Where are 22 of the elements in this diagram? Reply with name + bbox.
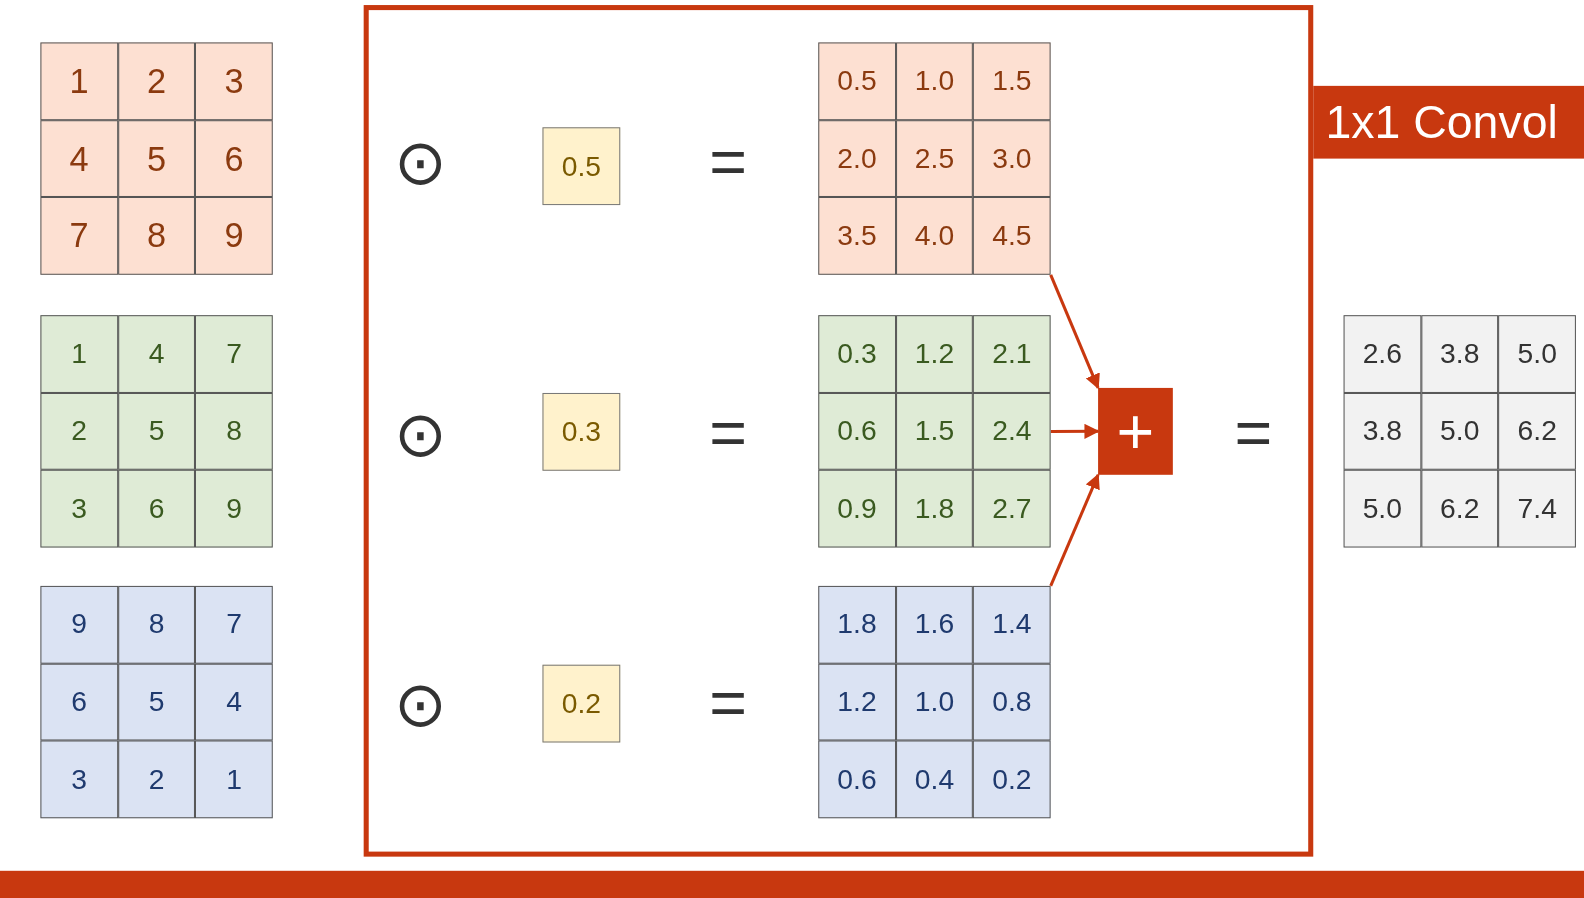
sum-box: + (1098, 387, 1173, 475)
hadamard-operator: ⊙ (394, 673, 447, 737)
equals-sign: = (1234, 400, 1273, 465)
matrix-grid (818, 315, 1051, 548)
equals-sign: = (709, 129, 747, 194)
hadamard-operator: ⊙ (394, 131, 447, 194)
weight-box: 0.5 (542, 127, 621, 206)
matrix-grid (40, 585, 273, 819)
matrix-grid (818, 42, 1051, 275)
matrix-grid (40, 315, 273, 548)
equals-sign: = (709, 670, 747, 736)
matrix-grid (1343, 315, 1576, 548)
arrow (1049, 473, 1100, 587)
title-tab: 1x1 Convol (1313, 85, 1584, 159)
arrow (1049, 274, 1100, 390)
weight-box: 0.3 (542, 392, 621, 471)
matrix-grid (818, 585, 1051, 819)
matrix-grid (40, 42, 273, 275)
equals-sign: = (709, 400, 747, 465)
weight-box: 0.2 (542, 664, 621, 743)
arrow (1050, 423, 1100, 439)
hadamard-operator: ⊙ (394, 403, 447, 466)
